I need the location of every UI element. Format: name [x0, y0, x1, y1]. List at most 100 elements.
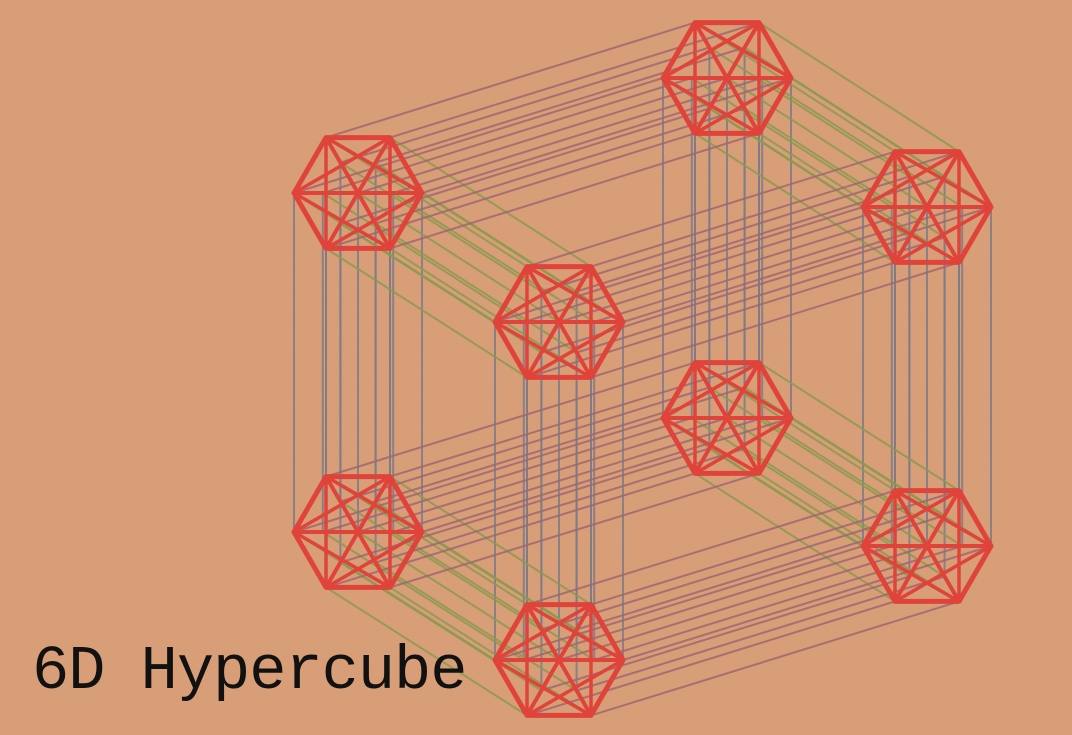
- depth-edge-line: [375, 561, 578, 692]
- hexagon-chord: [293, 136, 391, 195]
- horizontal-edge-line: [622, 545, 992, 661]
- horizontal-edge-line: [590, 600, 960, 717]
- hexagon-spoke: [525, 603, 593, 717]
- depth-edge-line: [694, 472, 896, 603]
- horizontal-edge-line: [325, 361, 696, 478]
- hexagon-chord: [862, 150, 960, 209]
- depth-edge-line: [758, 361, 960, 492]
- horizontal-edge-line: [389, 361, 760, 478]
- depth-edge-line: [389, 136, 592, 268]
- horizontal-edge-line: [494, 206, 864, 323]
- hexagon-spoke: [693, 21, 761, 135]
- horizontal-edge-line: [622, 206, 992, 323]
- hexagon-chord: [526, 658, 624, 717]
- horizontal-edge-line: [590, 261, 960, 379]
- horizontal-edge-line: [421, 417, 792, 533]
- horizontal-edge-line: [389, 132, 760, 250]
- hexagon-chord: [862, 544, 960, 603]
- depth-edge-line: [325, 136, 528, 268]
- horizontal-edge-line: [375, 107, 745, 225]
- depth-edge-line: [761, 417, 963, 547]
- hexagon-chord: [894, 150, 992, 209]
- hexagon-chord: [694, 416, 792, 475]
- horizontal-edge-line: [541, 175, 910, 293]
- depth-edge-line: [694, 132, 896, 264]
- hexagon-chord: [662, 76, 760, 135]
- horizontal-edge-line: [293, 77, 664, 194]
- depth-edge-line: [322, 531, 525, 661]
- hexagon-chord: [293, 530, 391, 589]
- horizontal-edge-line: [523, 206, 893, 323]
- horizontal-edge-line: [558, 545, 928, 661]
- depth-edge-line: [694, 361, 896, 492]
- horizontal-edge-line: [494, 545, 864, 661]
- horizontal-edge-line: [593, 206, 963, 323]
- vertex-hexagon: [492, 264, 626, 380]
- hexagon-chord: [325, 191, 423, 250]
- horizontal-edge-line: [526, 261, 896, 379]
- vertex-hexagon: [860, 149, 994, 265]
- hexagon-chord: [494, 320, 592, 379]
- hexagon-chord: [526, 320, 624, 379]
- horizontal-edge-line: [523, 545, 893, 661]
- hexagon-spoke: [324, 136, 392, 250]
- hexagon-chord: [894, 205, 992, 264]
- diagram-caption: 6D Hypercube: [32, 636, 467, 707]
- depth-edge-line: [694, 21, 896, 153]
- hexagon-spoke: [893, 150, 961, 264]
- depth-edge-line: [389, 475, 592, 606]
- horizontal-edge-line: [325, 132, 696, 250]
- depth-edge-line: [339, 500, 542, 631]
- vertex-hexagon: [492, 602, 626, 718]
- depth-edge-line: [389, 247, 592, 379]
- hexagon-chord: [694, 21, 792, 80]
- depth-edge-line: [744, 107, 946, 239]
- hexagon-chord: [862, 205, 960, 264]
- horizontal-edge-line: [526, 150, 896, 268]
- hexagon-chord: [694, 76, 792, 135]
- horizontal-edge-line: [389, 21, 760, 139]
- vertex-hexagon: [660, 20, 794, 136]
- horizontal-edge-line: [325, 472, 696, 589]
- hexagon-chord: [494, 658, 592, 717]
- horizontal-edge-line: [576, 236, 945, 354]
- hexagon-spoke: [693, 361, 761, 475]
- horizontal-edge-line: [293, 417, 664, 533]
- horizontal-edge-line: [421, 77, 792, 194]
- horizontal-edge-line: [541, 514, 910, 631]
- depth-edge-line: [325, 247, 528, 379]
- hexagon-chord: [662, 416, 760, 475]
- vertex-hexagon: [291, 474, 425, 590]
- horizontal-edge-line: [322, 77, 693, 194]
- vertex-hexagons: [291, 20, 994, 718]
- hexagon-chord: [325, 475, 423, 534]
- vertex-hexagon: [291, 135, 425, 251]
- depth-edge-line: [708, 386, 910, 517]
- hexagon-spoke: [324, 475, 392, 589]
- vertex-hexagon: [860, 488, 994, 604]
- horizontal-edge-line: [392, 417, 763, 533]
- hexagon-spoke: [525, 265, 593, 379]
- vertex-hexagon: [660, 360, 794, 476]
- hexagon-chord: [325, 530, 423, 589]
- horizontal-edge-line: [357, 417, 728, 533]
- horizontal-edge-line: [357, 77, 728, 194]
- horizontal-edge-line: [526, 489, 896, 606]
- depth-edge-line: [744, 447, 946, 578]
- hexagon-chord: [293, 475, 391, 534]
- horizontal-edge-line: [558, 206, 928, 323]
- horizontal-edge-line: [389, 472, 760, 589]
- hexagon-chord: [526, 265, 624, 324]
- depth-edge-line: [708, 46, 910, 178]
- hexagon-chord: [293, 191, 391, 250]
- horizontal-edge-line: [590, 150, 960, 268]
- depth-edge-line: [758, 472, 960, 603]
- depth-edge-line: [325, 586, 528, 717]
- horizontal-edge-line: [576, 575, 945, 692]
- hexagon-chord: [894, 544, 992, 603]
- depth-edge-line: [322, 192, 525, 323]
- hexagon-chord: [526, 603, 624, 662]
- hexagon-chord: [325, 136, 423, 195]
